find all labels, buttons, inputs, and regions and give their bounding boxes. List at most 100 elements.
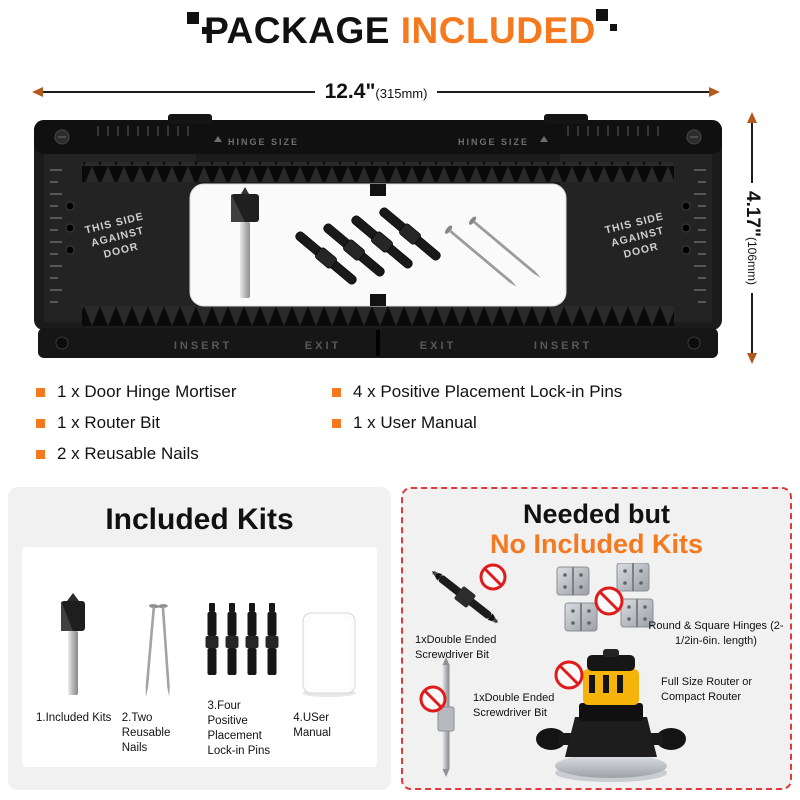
not-included-label: Full Size Router or Compact Router [661, 676, 753, 703]
included-list-right: 4 x Positive Placement Lock-in Pins 1 x … [332, 382, 622, 475]
jig-center-tab [370, 184, 386, 196]
insert-exit-marks: INSERT EXIT EXIT INSERT [174, 340, 592, 352]
width-mm: (315mm) [375, 86, 428, 101]
bullet-icon [332, 419, 341, 428]
jig-top-rail [82, 162, 674, 182]
prohibited-icon [554, 660, 584, 690]
svg-text:INSERT: INSERT [534, 340, 592, 352]
included-list-left: 1 x Door Hinge Mortiser 1 x Router Bit 2… [36, 382, 332, 475]
screwdriver-bit-black-graphic [431, 563, 507, 624]
width-inches: 12.4" [324, 80, 376, 103]
kit-label: 1.Included Kits [36, 712, 112, 724]
not-included-title: Needed but No Included Kits [403, 499, 790, 559]
included-kits-title: Included Kits [105, 503, 294, 536]
screwdriver-bit-silver-graphic [419, 657, 455, 778]
ruler-ticks-top-right [567, 126, 659, 136]
screws [54, 129, 702, 350]
not-included-label: 1xDouble Ended Screwdriver Bit [473, 692, 555, 719]
prohibited-icon [419, 685, 447, 713]
decor-square [202, 27, 209, 34]
not-included-label: Round & Square Hinges (2-1/2in-6in. leng… [648, 620, 784, 647]
height-mm: (106mm) [745, 237, 759, 286]
list-item-label: 2 x Reusable Nails [57, 444, 199, 463]
height-dimension-label: 4.17"(106mm) [741, 183, 763, 293]
jig-center-tab [370, 294, 386, 306]
apron-center-gap [376, 330, 380, 356]
svg-text:INSERT: INSERT [174, 340, 232, 352]
kit-graphic [114, 555, 200, 703]
svg-text:EXIT: EXIT [420, 340, 456, 352]
included-list: 1 x Door Hinge Mortiser 1 x Router Bit 2… [36, 382, 622, 475]
hinge-mortiser-photo: THIS SIDE AGAINST DOOR THIS SIDE AGAINST… [34, 114, 722, 358]
prohibited-icon [594, 586, 624, 616]
not-included-card: Needed but No Included Kits 1xDouble End… [401, 487, 792, 790]
kit-label: 4.USer Manual [293, 712, 331, 739]
page-title: PACKAGE INCLUDED [0, 10, 800, 52]
lock-in-pins-graphic [205, 603, 279, 676]
decor-square [596, 9, 608, 21]
list-item: 1 x User Manual [332, 413, 622, 433]
bullet-icon [36, 419, 45, 428]
svg-text:HINGE SIZE: HINGE SIZE [228, 137, 299, 147]
dimension-line [43, 91, 315, 93]
svg-text:HINGE SIZE: HINGE SIZE [458, 137, 529, 147]
list-item-label: 1 x Router Bit [57, 413, 160, 432]
included-kits-panel: 1.Included Kits [22, 547, 377, 767]
kit-label: 2.Two Reusable Nails [121, 712, 171, 754]
dimension-line [437, 91, 710, 93]
page-title-black: PACKAGE [204, 10, 390, 51]
arrow-down-icon [747, 353, 757, 365]
height-inches: 4.17" [742, 191, 763, 237]
kit-graphic [200, 555, 286, 691]
nails-graphic [145, 604, 170, 697]
width-dimension-label: 12.4"(315mm) [315, 80, 438, 104]
arrow-left-icon [32, 87, 43, 97]
not-included-label: 1xDouble Ended Screwdriver Bit [415, 634, 497, 661]
included-kits-card: Included Kits 1.Included Kits [8, 487, 391, 790]
decor-square [610, 24, 617, 31]
router-graphic [536, 649, 686, 783]
list-item-label: 1 x Door Hinge Mortiser [57, 382, 237, 401]
bullet-icon [36, 388, 45, 397]
bullet-icon [332, 388, 341, 397]
not-included-content: 1xDouble Ended Screwdriver Bit [403, 563, 790, 787]
page-title-orange: INCLUDED [400, 10, 596, 51]
ruler-ticks-left [50, 169, 62, 303]
list-item: 1 x Door Hinge Mortiser [36, 382, 332, 402]
not-included-title-line1: Needed but [522, 499, 670, 529]
hinges-graphic [556, 563, 654, 633]
kit-item-pins: 3.Four Positive Placement Lock-in Pins [200, 555, 286, 759]
jig-top-notch [544, 114, 588, 124]
hinge-size-markings: HINGE SIZE HINGE SIZE [214, 136, 548, 147]
user-manual-graphic [302, 612, 357, 697]
ruler-ticks-top-left [97, 126, 189, 136]
arrow-right-icon [709, 87, 721, 97]
svg-text:EXIT: EXIT [305, 340, 341, 352]
not-included-title-line2: No Included Kits [489, 529, 703, 560]
decor-square [187, 12, 199, 24]
list-item: 2 x Reusable Nails [36, 444, 332, 464]
kit-label: 3.Four Positive Placement Lock-in Pins [207, 700, 271, 758]
dimension-line [751, 123, 753, 183]
list-item-label: 1 x User Manual [353, 413, 477, 432]
jig-bottom-rail [82, 306, 674, 326]
list-item: 1 x Router Bit [36, 413, 332, 433]
bullet-icon [36, 450, 45, 459]
dimension-line [751, 293, 753, 354]
jig-top-notch [168, 114, 212, 124]
prohibited-icon [479, 563, 507, 591]
list-item-label: 4 x Positive Placement Lock-in Pins [353, 382, 623, 401]
kit-graphic [28, 555, 114, 703]
kit-graphic [285, 555, 371, 703]
list-item: 4 x Positive Placement Lock-in Pins [332, 382, 622, 402]
kit-item-router-bit: 1.Included Kits [28, 555, 114, 759]
jig-top-flange [34, 120, 722, 154]
guide-holes [65, 201, 691, 255]
height-dimension: 4.17"(106mm) [741, 112, 763, 365]
ruler-ticks-right [694, 169, 706, 303]
router-bit-photo [231, 187, 259, 298]
router-bit-graphic [60, 593, 85, 695]
arrow-up-icon [747, 112, 757, 123]
kit-item-manual: 4.USer Manual [285, 555, 371, 759]
